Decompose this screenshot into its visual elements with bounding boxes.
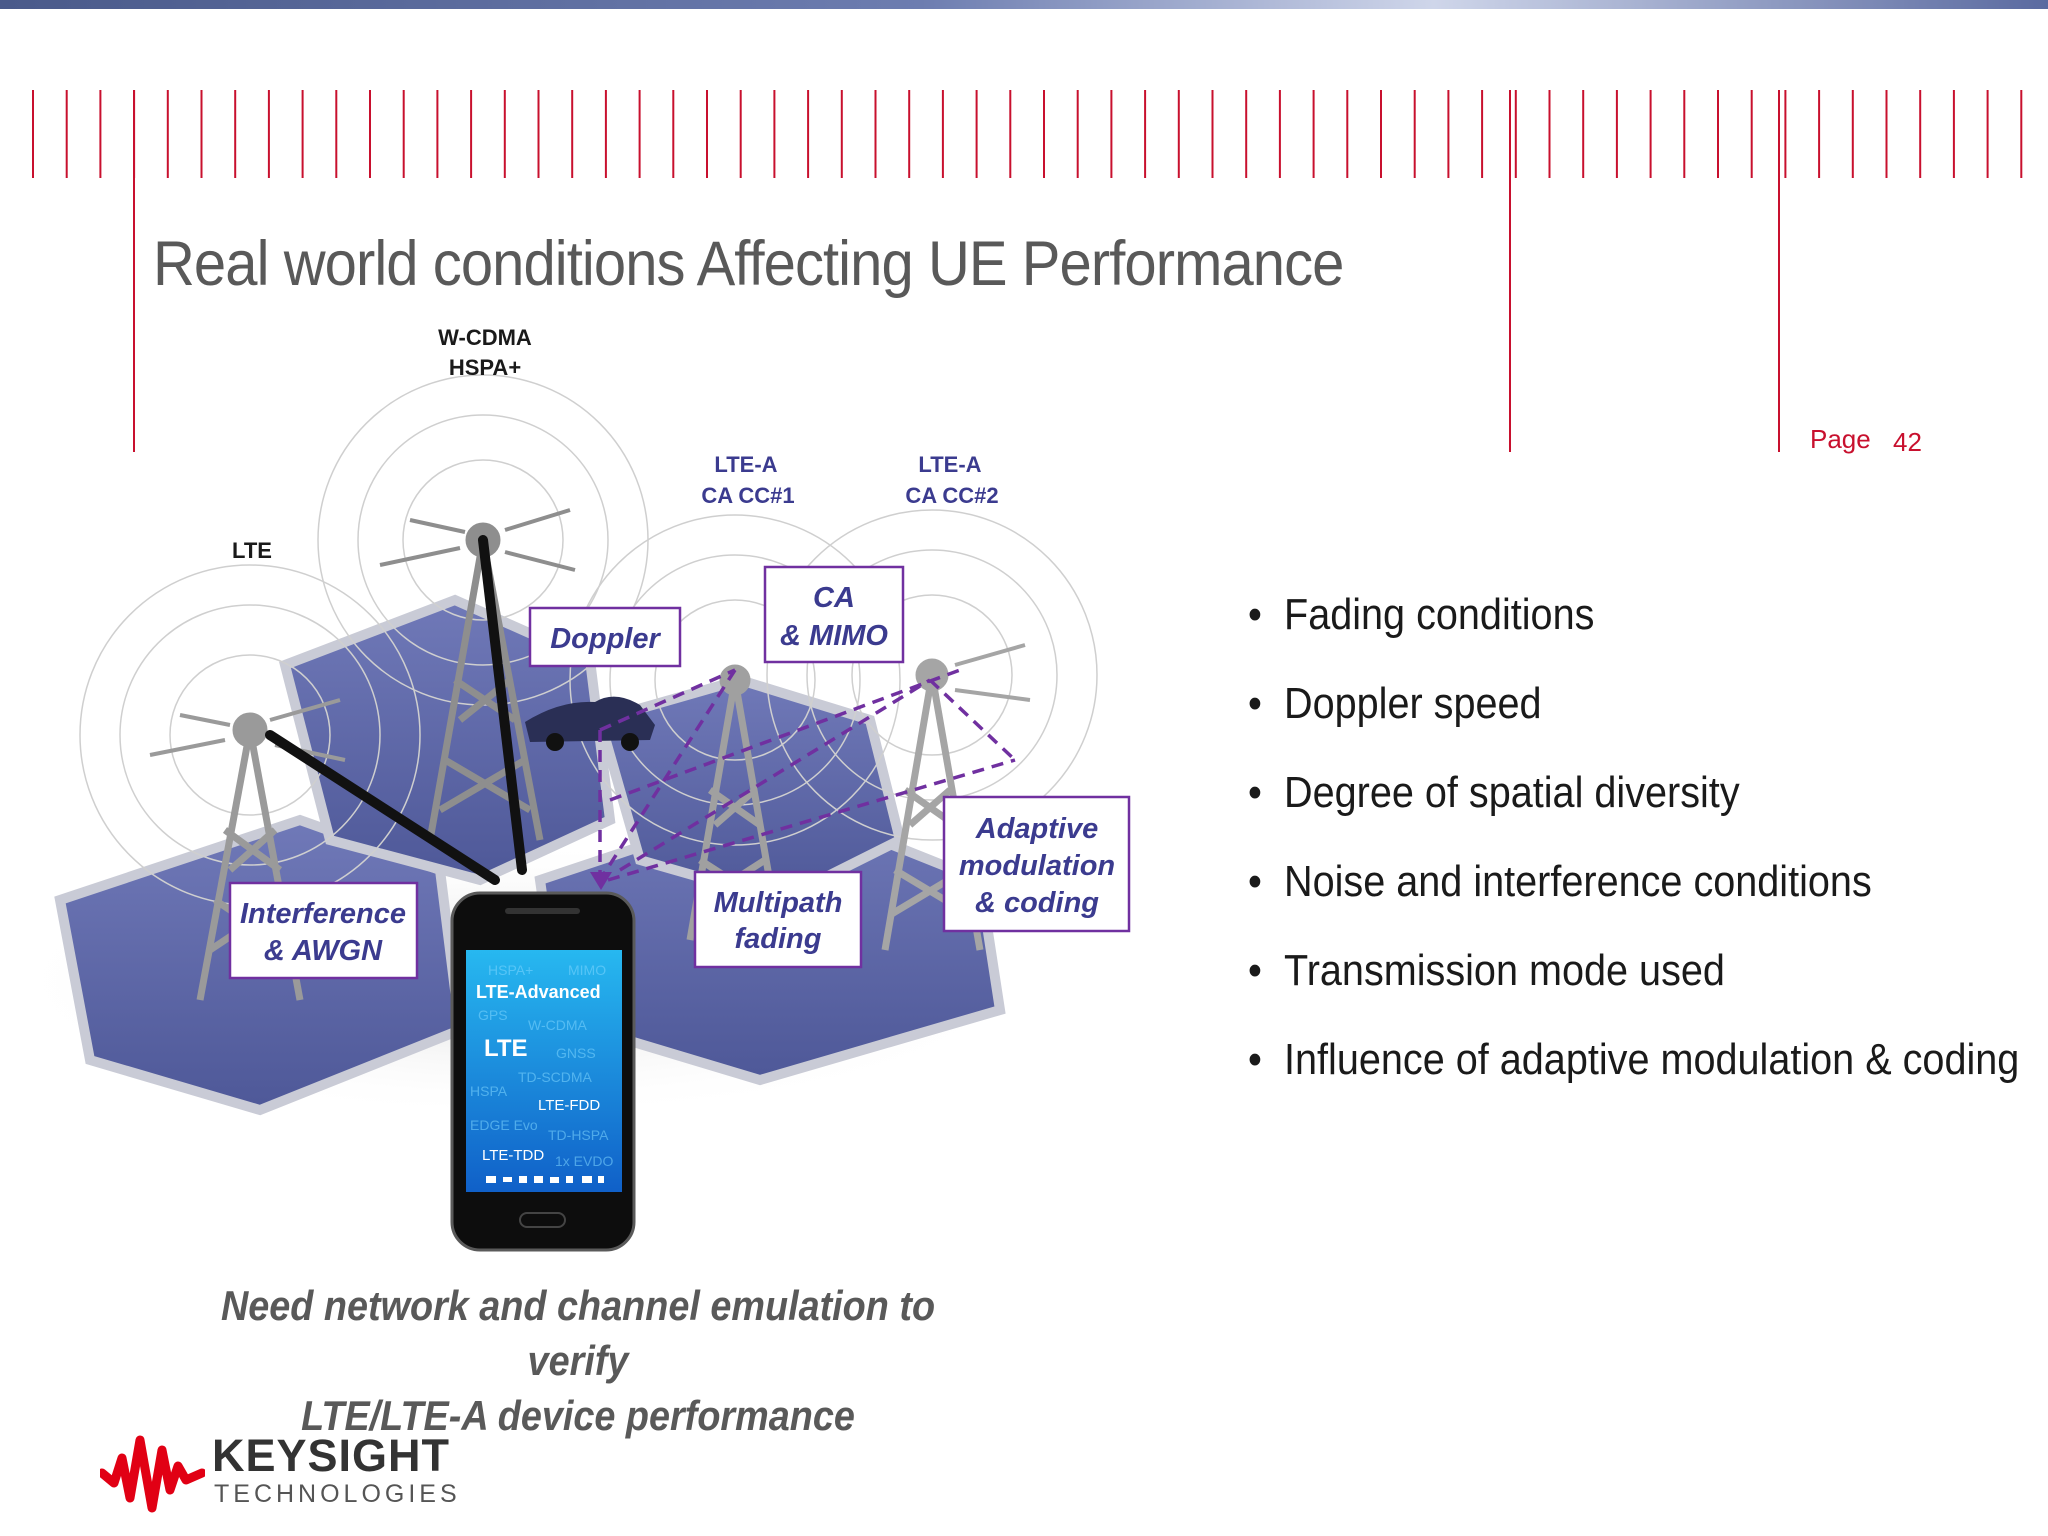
svg-text:LTE: LTE [484, 1035, 528, 1062]
slide-title: Real world conditions Affecting UE Perfo… [153, 229, 1344, 299]
svg-text:LTE-TDD: LTE-TDD [482, 1147, 544, 1164]
list-item: •Doppler speed [1248, 679, 1542, 728]
callout-adaptive: Adaptive modulation & coding [942, 795, 1131, 933]
arrow-head [590, 872, 612, 890]
tower-label-cc1-2: CA CC#1 [701, 483, 794, 508]
tower-label-cc2-1: LTE-A [918, 452, 981, 477]
dashed-links [598, 668, 1017, 882]
keysight-logo-icon [100, 1435, 205, 1513]
list-item: •Fading conditions [1248, 590, 1595, 639]
list-item: •Degree of spatial diversity [1248, 768, 1740, 817]
logo-subtitle: TECHNOLOGIES [214, 1480, 461, 1508]
svg-text:GNSS: GNSS [556, 1045, 596, 1061]
smartphone: HSPA+ MIMO GPS W-CDMA GNSS TD-SCDMA HSPA… [450, 891, 636, 1252]
caption-line-2: LTE/LTE-A device performance [301, 1392, 855, 1439]
svg-text:& coding: & coding [975, 887, 1099, 919]
svg-text:HSPA: HSPA [470, 1083, 508, 1099]
condition-list: •Fading conditions •Doppler speed •Degre… [1248, 590, 2048, 1124]
svg-text:Adaptive: Adaptive [975, 813, 1098, 845]
callout-doppler: Doppler [528, 606, 682, 668]
page-number: 42 [1893, 427, 1922, 457]
list-item: •Transmission mode used [1248, 946, 1725, 995]
svg-text:MIMO: MIMO [568, 962, 606, 978]
svg-text:1x EVDO: 1x EVDO [555, 1153, 613, 1169]
car-icon [525, 696, 655, 751]
svg-text:LTE-FDD: LTE-FDD [538, 1097, 600, 1114]
svg-text:modulation: modulation [959, 850, 1115, 882]
svg-text:Interference: Interference [240, 898, 406, 930]
svg-text:EDGE Evo: EDGE Evo [470, 1117, 538, 1133]
tower-label-wcdma-1: W-CDMA [438, 325, 532, 350]
callout-multipath: Multipath fading [693, 870, 863, 969]
list-item: •Noise and interference conditions [1248, 857, 1872, 906]
svg-text:TD-HSPA: TD-HSPA [548, 1127, 609, 1143]
accent-lines [133, 90, 1780, 452]
tower-label-cc1-1: LTE-A [714, 452, 777, 477]
decorative-tick-marks [32, 90, 2023, 178]
svg-text:& MIMO: & MIMO [780, 620, 888, 652]
svg-text:TD-SCDMA: TD-SCDMA [518, 1069, 593, 1085]
svg-text:HSPA+: HSPA+ [488, 962, 533, 978]
tower-label-cc2-2: CA CC#2 [905, 483, 998, 508]
callout-ca-mimo: CA & MIMO [763, 565, 905, 664]
svg-text:CA: CA [813, 582, 855, 614]
tower-label-wcdma-2: HSPA+ [449, 355, 521, 380]
direct-links [265, 535, 527, 885]
svg-text:W-CDMA: W-CDMA [528, 1017, 588, 1033]
caption: Need network and channel emulation to ve… [120, 1278, 1036, 1443]
svg-text:Doppler: Doppler [550, 623, 661, 655]
phone-screen [466, 950, 622, 1192]
top-accent-bar [0, 0, 2048, 9]
caption-line-1: Need network and channel emulation to ve… [220, 1282, 936, 1384]
logo-wordmark: KEYSIGHT [212, 1430, 451, 1481]
svg-text:fading: fading [735, 923, 822, 955]
svg-text:Multipath: Multipath [714, 887, 843, 919]
svg-text:& AWGN: & AWGN [264, 935, 383, 967]
callout-interference: Interference & AWGN [228, 881, 419, 980]
list-item: •Influence of adaptive modulation & codi… [1248, 1035, 2020, 1084]
page-label: Page [1810, 424, 1871, 454]
svg-text:LTE-Advanced: LTE-Advanced [476, 982, 601, 1002]
svg-text:GPS: GPS [478, 1007, 508, 1023]
tower-label-lte: LTE [232, 538, 272, 563]
network-diagram: LTE W-CDMA HSPA+ LTE-A CA CC#1 LTE-A CA … [0, 325, 1131, 1252]
